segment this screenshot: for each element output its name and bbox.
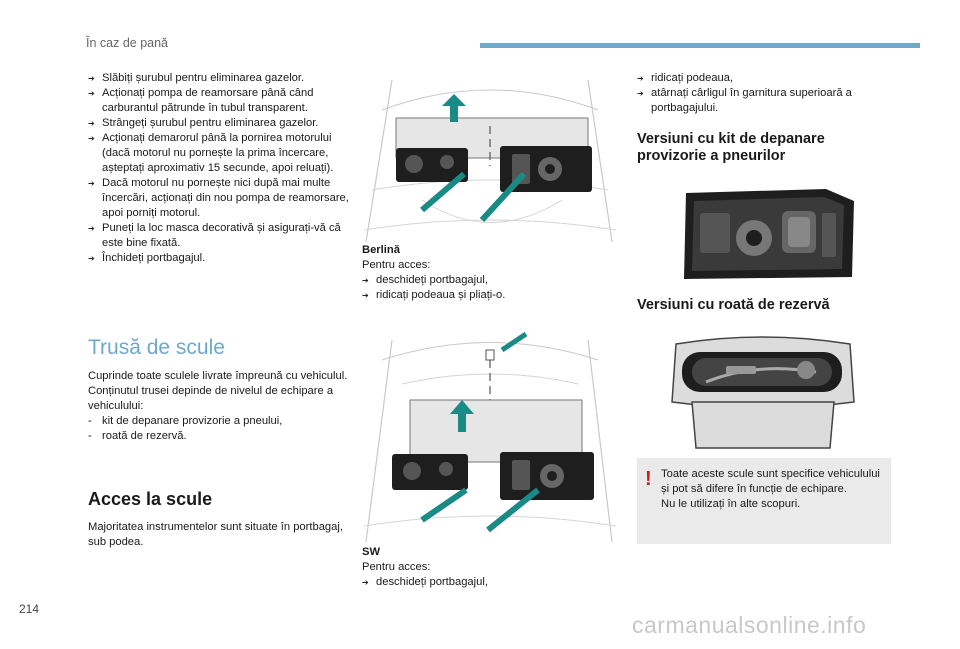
step-item: atârnați cârligul în garnitura superioar…	[637, 86, 895, 116]
watermark: carmanualsonline.info	[632, 612, 867, 638]
warning-text: Toate aceste scule sunt specifice vehicu…	[661, 467, 883, 512]
trusa-intro-2: Conținutul trusei depinde de nivelul de …	[88, 385, 334, 412]
page-number: 214	[19, 602, 40, 616]
right-steps-list: ridicați podeaua, atârnați cârligul în g…	[637, 71, 895, 116]
trusa-title: Trusă de scule	[88, 336, 225, 359]
warning-line-1: Toate aceste scule sunt specifice vehicu…	[661, 468, 880, 495]
step-item: Slăbiți șurubul pentru eliminarea gazelo…	[88, 71, 350, 86]
berlina-trunk-illustration	[363, 79, 617, 242]
acces-title: Acces la scule	[88, 489, 213, 509]
sw-label: SW	[362, 546, 381, 558]
warning-exclamation-icon: !	[645, 468, 652, 490]
berlina-intro: Pentru acces:	[362, 259, 431, 271]
trusa-items: kit de depanare provizorie a pneului, ro…	[88, 414, 350, 444]
step-item: Strângeți șurubul pentru eliminarea gaze…	[88, 116, 350, 131]
sw-trunk-illustration	[363, 331, 617, 542]
repair-kit-illustration	[684, 189, 854, 279]
berlina-steps: deschideți portbagajul, ridicați podeaua…	[362, 273, 622, 303]
steps-list: Slăbiți șurubul pentru eliminarea gazelo…	[88, 71, 350, 266]
trusa-intro-1: Cuprinde toate sculele livrate împreună …	[88, 370, 348, 382]
sw-steps: deschideți portbagajul,	[362, 575, 622, 590]
acces-section: Acces la scule Majoritatea instrumentelo…	[88, 489, 350, 550]
roata-section-title: Versiuni cu roată de rezervă	[637, 297, 830, 313]
sw-caption: SW Pentru acces: deschideți portbagajul,	[362, 545, 622, 590]
trusa-item: roată de rezervă.	[88, 429, 350, 444]
step-item: Puneți la loc masca decorativă și asigur…	[88, 221, 350, 251]
warning-box: ! Toate aceste scule sunt specifice vehi…	[637, 458, 891, 544]
step-item: Închideți portbagajul.	[88, 251, 350, 266]
berlina-label: Berlină	[362, 244, 400, 256]
step-item: ridicați podeaua,	[637, 71, 895, 86]
warning-line-2: Nu le utilizați în alte scopuri.	[661, 498, 801, 510]
acces-text: Majoritatea instrumentelor sunt situate …	[88, 521, 343, 548]
berlina-caption: Berlină Pentru acces: deschideți portbag…	[362, 243, 622, 303]
spare-wheel-illustration	[671, 336, 855, 449]
berlina-step: ridicați podeaua și pliați-o.	[362, 288, 622, 303]
column-right: ridicați podeaua, atârnați cârligul în g…	[637, 71, 895, 116]
sw-intro: Pentru acces:	[362, 561, 431, 573]
trusa-section: Trusă de scule Cuprinde toate sculele li…	[88, 336, 350, 444]
kit-section-title: Versiuni cu kit de depanare provizorie a…	[637, 131, 825, 164]
trusa-item: kit de depanare provizorie a pneului,	[88, 414, 350, 429]
berlina-step: deschideți portbagajul,	[362, 273, 622, 288]
page-section-title: În caz de pană	[86, 36, 169, 50]
header-accent-bar	[480, 43, 920, 48]
column-left: Slăbiți șurubul pentru eliminarea gazelo…	[88, 71, 350, 266]
step-item: Acționați pompa de reamorsare până când …	[88, 86, 350, 116]
sw-step: deschideți portbagajul,	[362, 575, 622, 590]
step-item: Acționați demarorul până la pornirea mot…	[88, 131, 350, 176]
step-item: Dacă motorul nu pornește nici după mai m…	[88, 176, 350, 221]
